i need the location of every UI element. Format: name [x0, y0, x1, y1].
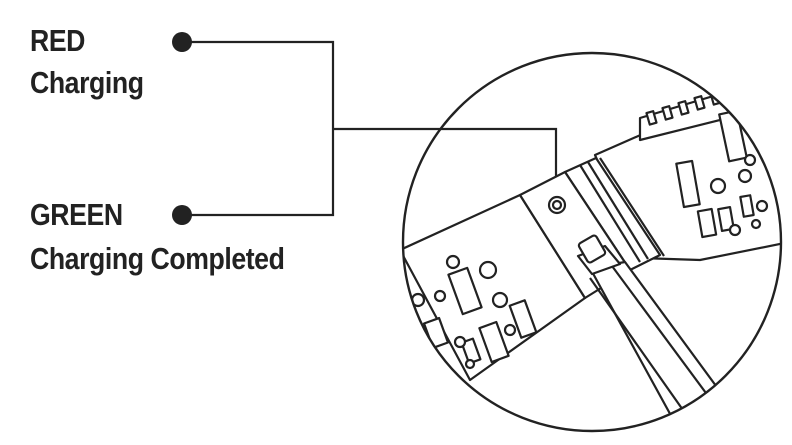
red-status-label: RED: [30, 23, 85, 58]
leader-line: [333, 127, 558, 196]
connector-line: [182, 40, 335, 217]
green-status-label: GREEN: [30, 197, 123, 232]
device-collar: [563, 156, 665, 272]
magnifier-circle: [401, 51, 783, 433]
charging-cable-icon: [576, 234, 732, 431]
red-status-description: Charging: [30, 65, 144, 100]
green-status-description: Charging Completed: [30, 241, 285, 276]
